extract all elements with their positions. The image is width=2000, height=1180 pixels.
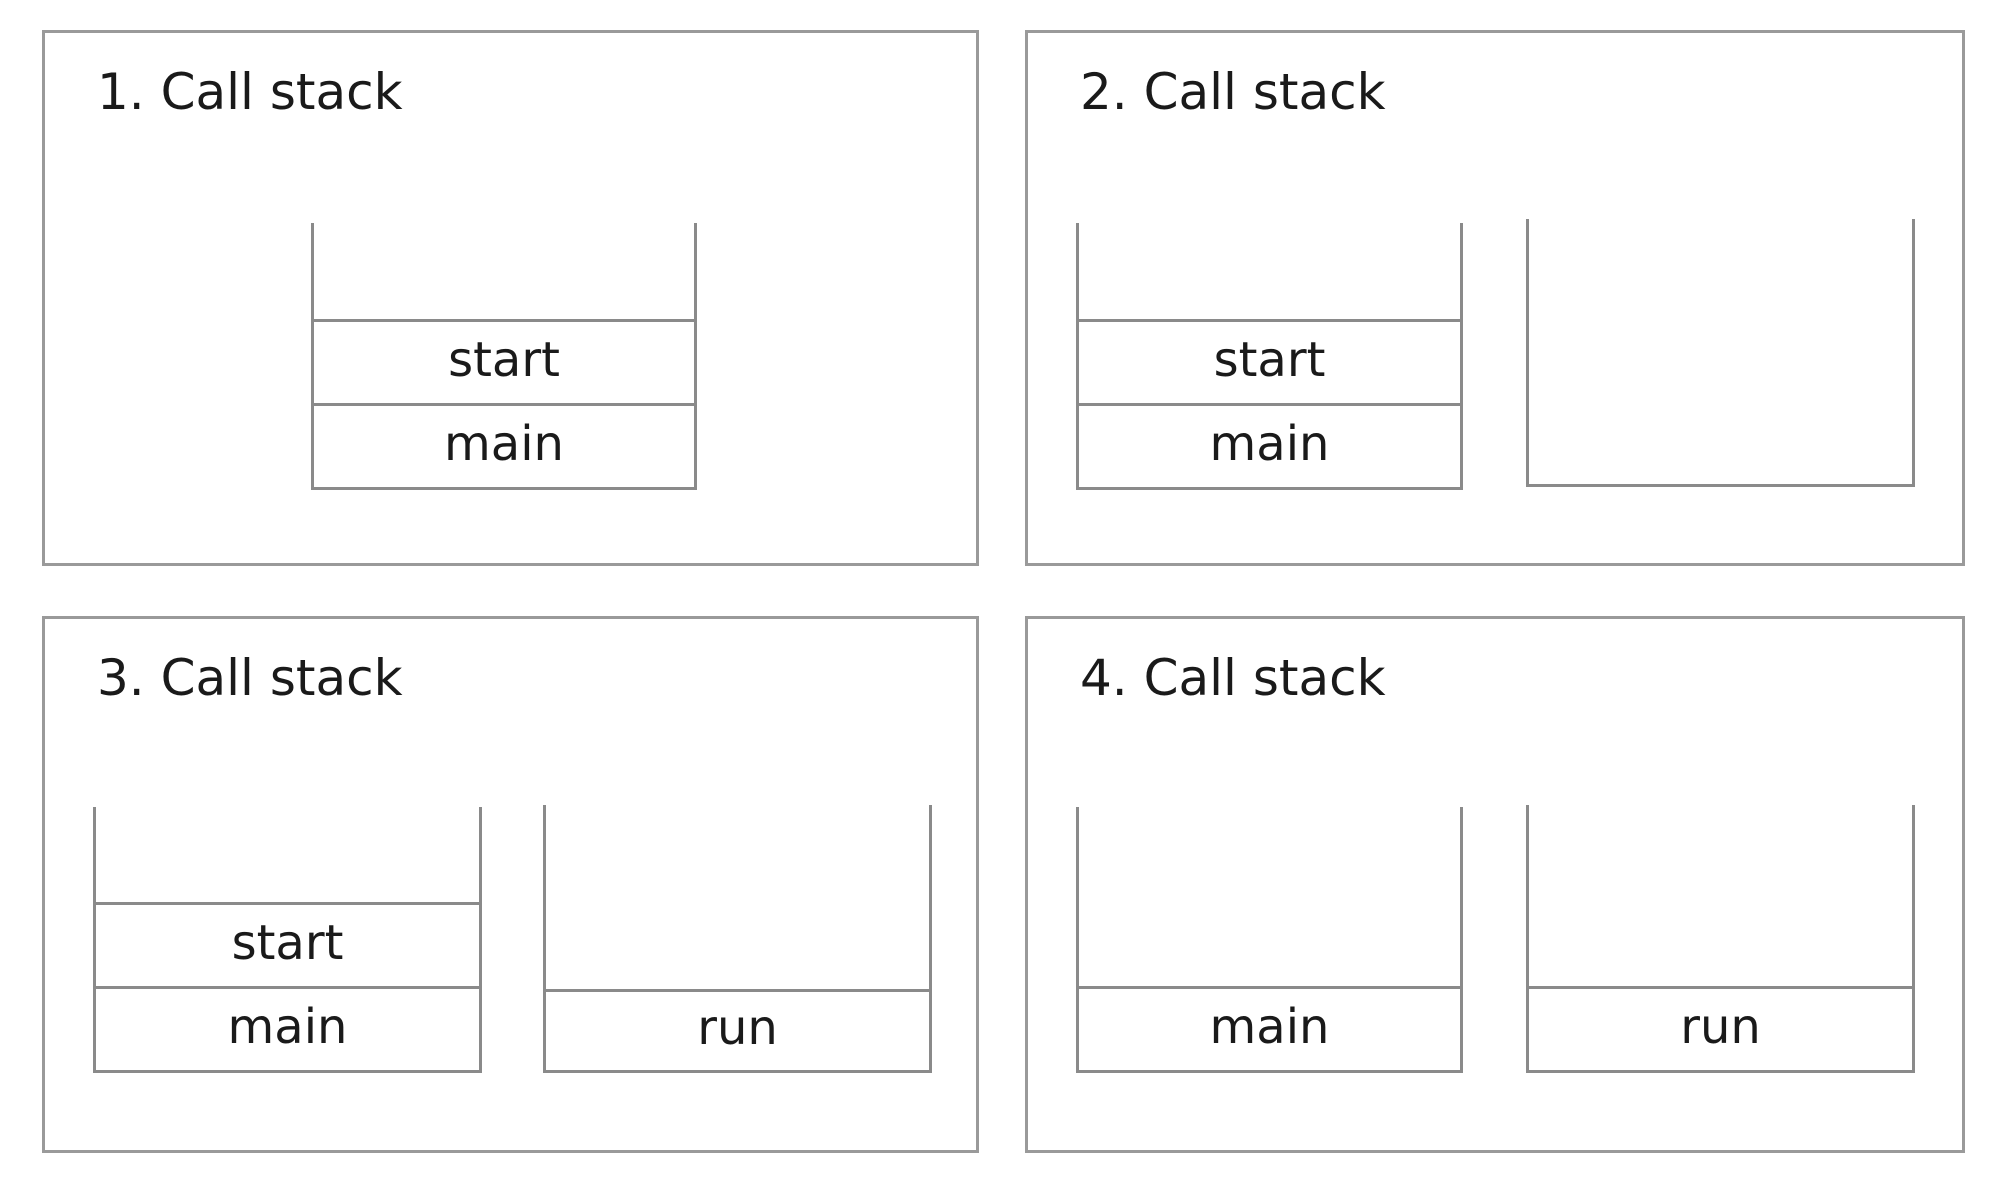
stack-frame-main: main xyxy=(314,403,694,487)
panel-title: 4. Call stack xyxy=(1080,649,1386,707)
stack-frame-main: main xyxy=(1079,403,1460,487)
panel-title: 1. Call stack xyxy=(97,63,403,121)
panel-title: 3. Call stack xyxy=(97,649,403,707)
call-stack-new-thread xyxy=(1526,219,1915,487)
stack-frame-run: run xyxy=(1529,986,1912,1070)
stack-frame-start: start xyxy=(314,319,694,403)
call-stack-panel-2: 2. Call stack main start xyxy=(1025,30,1965,566)
call-stack-main-thread: main xyxy=(1076,807,1463,1073)
stack-frame-start: start xyxy=(96,902,479,986)
stack-frame-start: start xyxy=(1079,319,1460,403)
call-stack-panel-3: 3. Call stack main start run xyxy=(42,616,979,1153)
call-stack-panel-4: 4. Call stack main run xyxy=(1025,616,1965,1153)
call-stack-new-thread: run xyxy=(543,805,932,1073)
call-stack-new-thread: run xyxy=(1526,805,1915,1073)
stack-frame-main: main xyxy=(96,986,479,1070)
call-stack-main-thread: main start xyxy=(1076,223,1463,490)
call-stack-panel-1: 1. Call stack main start xyxy=(42,30,979,566)
stack-frame-main: main xyxy=(1079,986,1460,1070)
call-stack-main-thread: main start xyxy=(93,807,482,1073)
call-stack-main-thread: main start xyxy=(311,223,697,490)
panel-title: 2. Call stack xyxy=(1080,63,1386,121)
stack-frame-run: run xyxy=(546,989,929,1070)
